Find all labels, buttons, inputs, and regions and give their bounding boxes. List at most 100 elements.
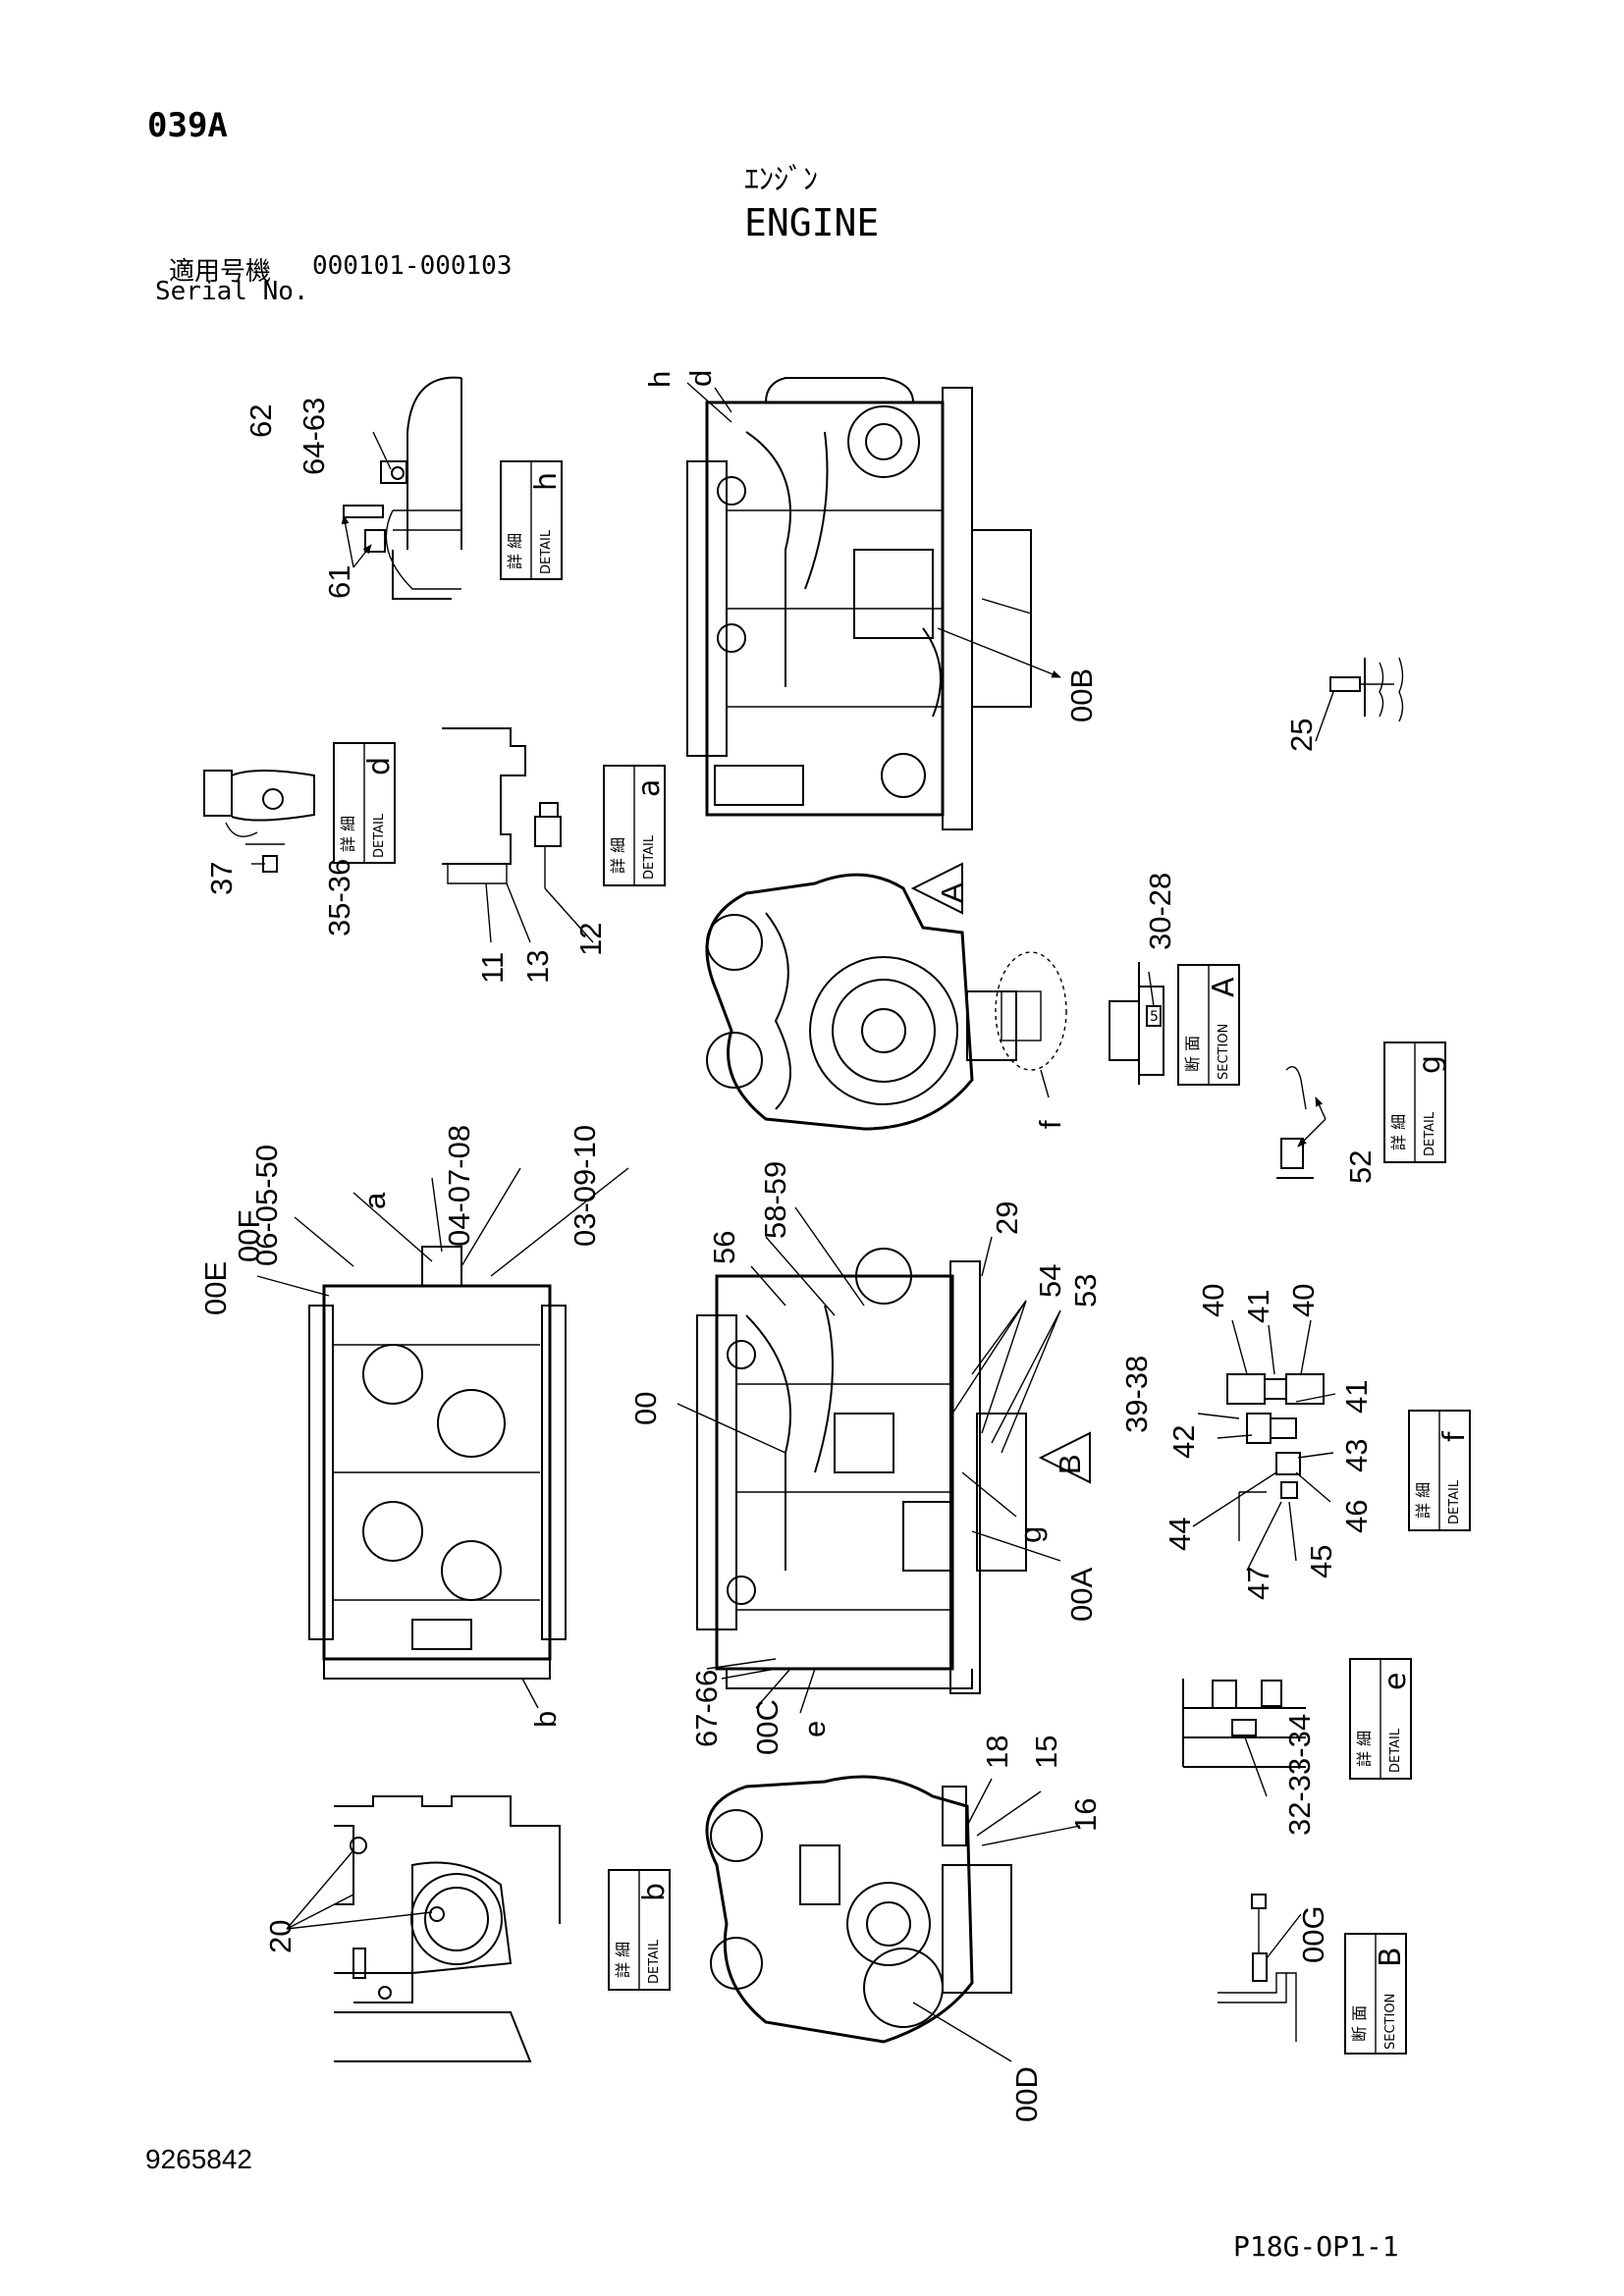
detail-jp-label: 詳 細: [614, 1942, 632, 1978]
callout-b-pointer: b: [528, 1711, 563, 1728]
callout-35-36: 35-36: [322, 859, 356, 936]
callout-e-pointer: e: [797, 1721, 832, 1737]
callout-11: 11: [475, 952, 510, 984]
callout-13: 13: [520, 950, 555, 984]
section-letter-B: B: [1374, 1947, 1408, 1967]
callout-39-38: 39-38: [1119, 1356, 1154, 1433]
callout-61: 61: [322, 565, 356, 599]
engine-front-view-A: [705, 873, 1067, 1131]
callout-00G: 00G: [1296, 1905, 1330, 1963]
detail-en-label: DETAIL: [372, 813, 387, 858]
detail-e-tag: 詳 細 DETAIL e: [1349, 1658, 1413, 1780]
callout-d-pointer: d: [683, 370, 718, 387]
detail-g-tag: 詳 細 DETAIL g: [1383, 1041, 1447, 1163]
engine-rear-view-bottom: [705, 1775, 1081, 2062]
detail-g-drawing: [1276, 1066, 1326, 1179]
detail-jp-label: 詳 細: [609, 837, 627, 874]
callout-40-left: 40: [1196, 1284, 1230, 1317]
detail-e-drawing: [1182, 1679, 1306, 1797]
part-25-sketch: [1315, 657, 1404, 742]
detail-jp-label: 詳 細: [1355, 1731, 1374, 1767]
serial-range: 000101-000103: [312, 251, 513, 281]
section-B-tag: 断 面 SECTION B: [1344, 1933, 1408, 2055]
section-en-label: SECTION: [1217, 1024, 1231, 1080]
callout-41-right: 41: [1339, 1380, 1374, 1414]
callout-00F: 00F: [232, 1210, 266, 1262]
drawing-number: 9265842: [145, 2144, 253, 2174]
detail-jp-label: 詳 細: [1414, 1482, 1433, 1519]
callout-00E: 00E: [198, 1261, 233, 1315]
view-label-B: B: [1053, 1454, 1087, 1474]
engine-top-view-left: [256, 1167, 629, 1709]
view-arrow-B: [1038, 1431, 1091, 1484]
callout-46: 46: [1339, 1500, 1374, 1533]
callout-53: 53: [1068, 1274, 1103, 1308]
detail-jp-label: 詳 細: [1389, 1114, 1408, 1150]
callout-45: 45: [1304, 1545, 1338, 1578]
callout-64-63: 64-63: [297, 398, 331, 475]
view-arrow-A-top: [910, 862, 963, 915]
section-A-tag: 断 面 SECTION A: [1177, 964, 1241, 1086]
callout-58-59: 58-59: [758, 1161, 792, 1239]
callout-04-07-08: 04-07-08: [442, 1125, 476, 1247]
detail-f-tag: 詳 細 DETAIL f: [1408, 1410, 1472, 1531]
callout-29: 29: [990, 1201, 1024, 1235]
callout-37: 37: [204, 862, 239, 895]
section-jp-label: 断 面: [1350, 2005, 1369, 2042]
detail-a-drawing: [442, 727, 594, 943]
detail-b-drawing: [286, 1795, 561, 2062]
callout-52: 52: [1343, 1150, 1378, 1184]
detail-d-tag: 詳 細 DETAIL d: [333, 742, 397, 864]
callout-00: 00: [628, 1392, 663, 1425]
callout-25: 25: [1284, 719, 1319, 752]
detail-letter-d: d: [362, 757, 397, 775]
callout-15: 15: [1029, 1735, 1063, 1769]
callout-00A: 00A: [1064, 1568, 1099, 1622]
section-en-label: SECTION: [1383, 1994, 1398, 2050]
detail-jp-label: 詳 細: [339, 816, 357, 852]
callout-16: 16: [1068, 1798, 1103, 1832]
title-english: ENGINE: [744, 201, 880, 244]
section-B-drawing: [1218, 1894, 1302, 2042]
callout-a-pointer: a: [357, 1192, 392, 1209]
engine-side-view-middle: [677, 1206, 1061, 1714]
detail-en-label: DETAIL: [642, 834, 657, 880]
detail-letter-e: e: [1379, 1673, 1413, 1690]
detail-jp-label: 詳 細: [506, 533, 524, 569]
callout-06-05-50: 06-05-50: [249, 1145, 284, 1266]
page-id: 039A: [147, 106, 228, 145]
view-label-A-top: A: [935, 882, 969, 903]
detail-en-label: DETAIL: [1447, 1479, 1462, 1524]
callout-41-top: 41: [1241, 1290, 1275, 1323]
callout-62: 62: [244, 404, 278, 438]
callout-30-28: 30-28: [1143, 873, 1177, 950]
detail-letter-b: b: [637, 1883, 672, 1901]
callout-00C: 00C: [750, 1699, 785, 1755]
callout-00B: 00B: [1064, 668, 1099, 722]
serial-label-english: Serial No.: [155, 277, 309, 306]
detail-en-label: DETAIL: [1388, 1728, 1403, 1773]
callout-54: 54: [1033, 1264, 1067, 1298]
callout-h-pointer: h: [642, 371, 677, 388]
callout-00D: 00D: [1009, 2066, 1044, 2122]
sheet-code: P18G-OP1-1: [1233, 2230, 1399, 2263]
detail-en-label: DETAIL: [647, 1939, 662, 1984]
detail-a-tag: 詳 細 DETAIL a: [603, 765, 667, 886]
section-jp-label: 断 面: [1183, 1036, 1202, 1072]
detail-h-drawing: [341, 376, 462, 600]
callout-g-pointer: g: [1013, 1526, 1048, 1543]
callout-32-33-34: 32-33-34: [1282, 1714, 1317, 1836]
callout-20: 20: [263, 1920, 298, 1953]
callout-03-09-10: 03-09-10: [568, 1125, 602, 1247]
section-A-drawing: 5: [1109, 962, 1164, 1085]
callout-40-right: 40: [1286, 1284, 1321, 1317]
callout-12: 12: [573, 923, 608, 956]
detail-en-label: DETAIL: [539, 529, 554, 574]
serial-label-japanese: 適用号機: [169, 257, 272, 287]
callout-42: 42: [1166, 1425, 1201, 1459]
detail-letter-g: g: [1413, 1055, 1447, 1074]
callout-47: 47: [1241, 1567, 1275, 1600]
engine-side-view-top: [686, 377, 1061, 830]
detail-f-drawing: [1192, 1319, 1336, 1572]
